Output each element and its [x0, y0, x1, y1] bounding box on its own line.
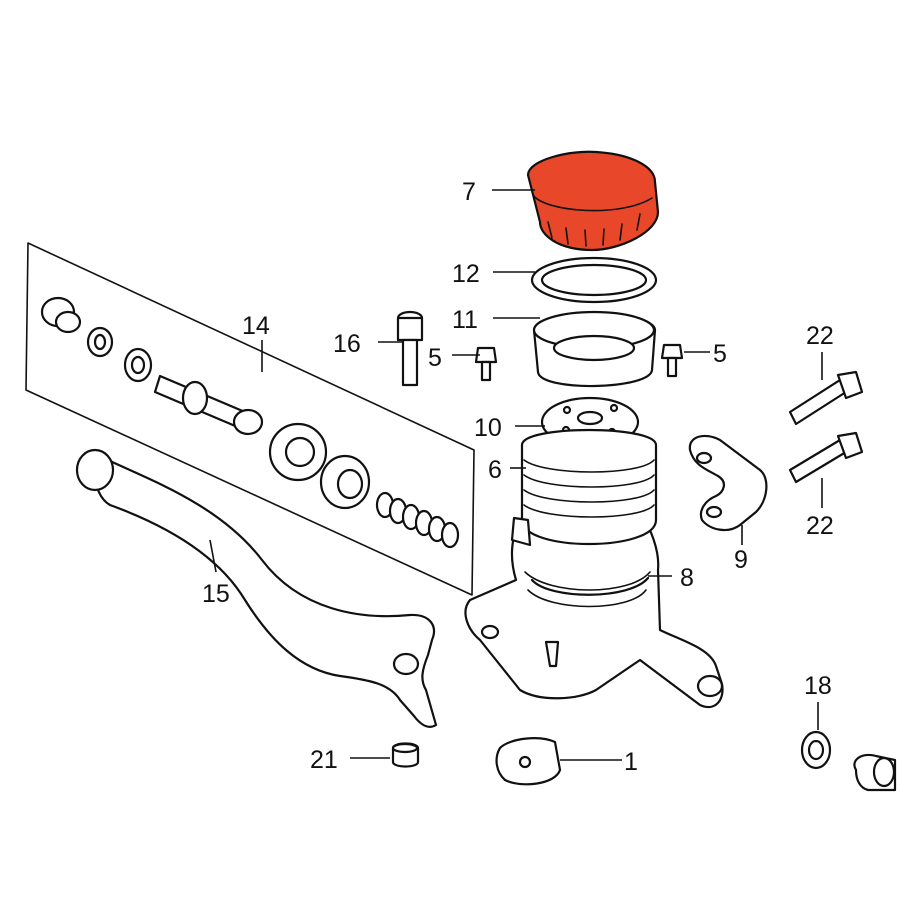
- bellows-ribs: [523, 459, 655, 518]
- plate-inner: [540, 263, 648, 297]
- part-21-nut: [391, 742, 420, 768]
- callout-labels: 7 12 11 14 16 5 5 22 22 10 6 8 9 15 18 2…: [202, 178, 834, 776]
- part-5-screw-right: [660, 343, 684, 378]
- part-15-lever: [75, 448, 438, 728]
- kit-ring-b-hole: [130, 355, 146, 375]
- part-18-washer: [800, 730, 832, 770]
- callout-11: 11: [452, 306, 478, 334]
- part-22-bolt-lower: [788, 431, 864, 484]
- callout-21: 21: [310, 746, 338, 774]
- body-stud: [544, 640, 560, 668]
- part-8-circlip: [530, 576, 650, 596]
- callout-5-left: 5: [428, 344, 442, 372]
- callout-15: 15: [202, 580, 230, 608]
- cap-rim-line: [532, 194, 653, 212]
- kit-spring: [375, 491, 460, 549]
- callout-5-right: 5: [713, 340, 727, 368]
- callout-6: 6: [488, 456, 502, 484]
- body-post: [510, 516, 532, 547]
- cap-knurl: [547, 213, 641, 247]
- callout-18: 18: [804, 672, 832, 700]
- part-6-master-cylinder-body: [464, 428, 724, 709]
- part-11-diaphragm: [532, 310, 657, 388]
- clamp-hole-bottom: [705, 505, 723, 519]
- lever-ball-end: [75, 448, 115, 492]
- bolt16-shank: [401, 338, 419, 387]
- cap-plate-hole-b: [609, 403, 619, 413]
- kit-piston-cup-inner: [284, 436, 316, 468]
- lever-pivot-hole: [392, 652, 420, 676]
- part-1-switch: [495, 737, 562, 786]
- part-7-reservoir-cap: [526, 150, 660, 252]
- callout-1: 1: [624, 748, 638, 776]
- leader-15: [209, 539, 217, 573]
- body-mount-hole: [480, 624, 500, 640]
- clamp-body: [688, 434, 768, 532]
- callout-9: 9: [734, 546, 748, 574]
- kit-piston-seal: [181, 380, 209, 416]
- diaphragm-center: [552, 334, 636, 362]
- callout-16: 16: [333, 330, 361, 358]
- clamp-hole-top: [695, 451, 713, 465]
- kit-cap-face: [54, 310, 82, 334]
- part-9-clamp: [688, 434, 768, 532]
- callout-22-lower: 22: [806, 512, 834, 540]
- body-housing: [464, 508, 724, 709]
- part-14-kit-group: [25, 242, 475, 596]
- callout-10: 10: [474, 414, 502, 442]
- part-5-screw-left: [474, 346, 498, 382]
- callout-12: 12: [452, 260, 480, 288]
- part-22-bolt-upper: [788, 370, 864, 426]
- callout-7: 7: [462, 178, 476, 206]
- kit-outline: [25, 242, 475, 596]
- callout-22-upper: 22: [806, 322, 834, 350]
- body-bore: [696, 674, 724, 698]
- washer-inner: [807, 739, 825, 761]
- kit-ring-a-hole: [93, 333, 107, 351]
- cap-plate-hole-a: [562, 405, 572, 415]
- callout-8: 8: [680, 564, 694, 592]
- partial-part-right-edge: [853, 753, 897, 792]
- cap-plate-hole: [576, 410, 604, 426]
- kit-secondary-cup-inner: [336, 468, 364, 500]
- leader-lines: [209, 189, 823, 761]
- part-16-pivot-bolt: [396, 310, 424, 387]
- part-12-plate: [530, 256, 658, 304]
- callout-14: 14: [242, 312, 270, 340]
- body-rings: [524, 571, 651, 608]
- bolt16-head: [396, 316, 424, 342]
- lever-body: [86, 452, 438, 728]
- kit-rod-end: [232, 408, 264, 436]
- cap-body: [526, 150, 660, 252]
